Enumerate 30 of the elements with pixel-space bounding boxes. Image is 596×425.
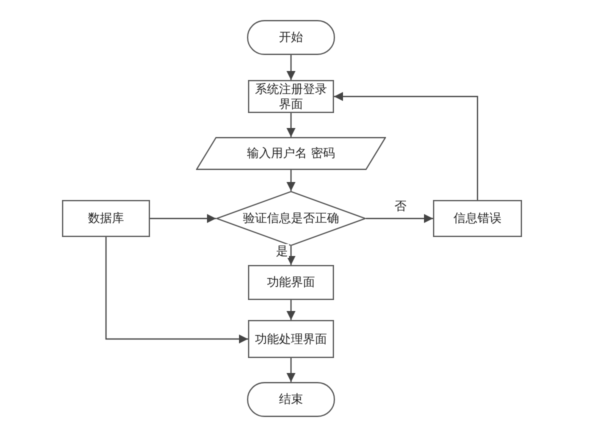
- edge-label: 是: [275, 244, 289, 258]
- end-terminal: [247, 382, 335, 417]
- node-label: 结束: [279, 392, 303, 407]
- node-label: 功能界面: [267, 275, 315, 290]
- node-label: 数据库: [88, 211, 124, 226]
- node-label: 验证信息是否正确: [243, 211, 339, 226]
- arrow: [286, 55, 296, 80]
- process-box: [248, 265, 334, 300]
- arrow: [286, 300, 296, 320]
- process-box: [62, 200, 150, 237]
- process-box: [433, 200, 522, 237]
- arrow: [286, 170, 296, 191]
- process-box: [248, 80, 334, 113]
- arrow: [334, 92, 478, 200]
- node-label: 功能处理界面: [255, 332, 327, 346]
- start-terminal: [247, 20, 335, 55]
- arrow: [150, 214, 216, 223]
- node-label: 系统注册登录界面: [254, 82, 328, 112]
- arrow: [286, 113, 296, 137]
- arrow: [105, 237, 248, 344]
- process-box: [248, 320, 334, 358]
- input-parallelogram: [196, 137, 386, 170]
- edge-label: 否: [394, 198, 408, 212]
- node-label: 开始: [279, 30, 303, 45]
- node-label: 信息错误: [454, 211, 502, 226]
- node-label: 输入用户名 密码: [247, 146, 335, 161]
- arrow: [366, 214, 433, 223]
- arrow: [286, 246, 296, 265]
- decision-diamond: [216, 191, 366, 246]
- arrow: [286, 358, 296, 382]
